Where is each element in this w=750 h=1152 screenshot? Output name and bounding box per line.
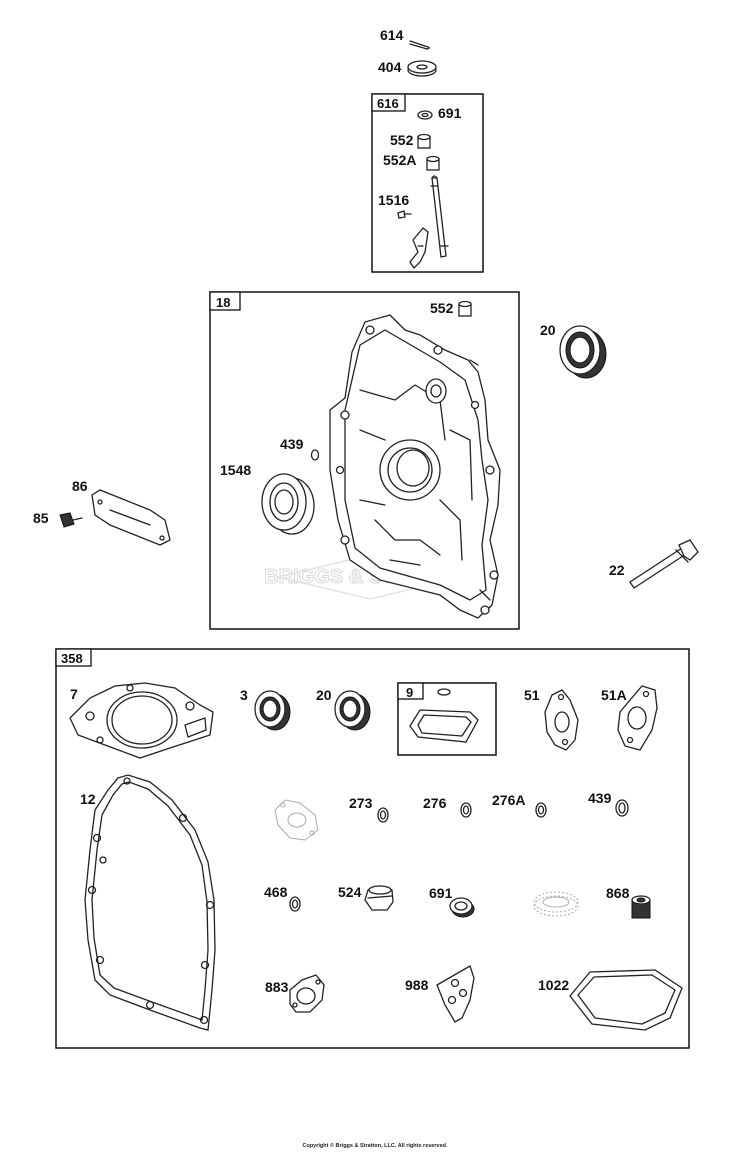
label-273[interactable]: 273 (349, 795, 373, 811)
part-691-seal[interactable] (417, 110, 433, 120)
part-1548-bearing[interactable] (261, 473, 315, 535)
label-85[interactable]: 85 (33, 510, 49, 526)
label-552A[interactable]: 552A (383, 152, 416, 168)
group-9: 9 (397, 682, 497, 756)
group-18: 18 BRIGGS & STRATTON 552 (209, 291, 520, 630)
label-552-b[interactable]: 552 (430, 300, 454, 316)
label-1516[interactable]: 1516 (378, 192, 409, 208)
label-883[interactable]: 883 (265, 979, 289, 995)
part-85-screw[interactable] (59, 512, 83, 528)
label-439-b[interactable]: 439 (588, 790, 612, 806)
part-524-plug[interactable] (364, 885, 394, 911)
label-691-a[interactable]: 691 (438, 105, 462, 121)
part-51-gasket[interactable] (544, 689, 579, 751)
part-unlabeled-screen[interactable] (533, 891, 579, 917)
part-governor-shaft[interactable] (430, 175, 449, 258)
label-86[interactable]: 86 (72, 478, 88, 494)
label-1548[interactable]: 1548 (220, 462, 251, 478)
part-1022-gasket[interactable] (569, 969, 683, 1031)
part-404-washer[interactable] (407, 60, 437, 77)
group-358: 358 7 3 20 (55, 648, 690, 1049)
part-22-bolt[interactable] (629, 539, 699, 589)
label-3[interactable]: 3 (240, 687, 248, 703)
label-20-b[interactable]: 20 (316, 687, 332, 703)
part-86-cover[interactable] (91, 489, 171, 546)
part-7-head-gasket[interactable] (69, 682, 214, 759)
part-51A-gasket[interactable] (617, 685, 658, 751)
part-9-gasket[interactable] (409, 709, 479, 743)
label-614[interactable]: 614 (380, 27, 404, 43)
part-3-oil-seal[interactable] (254, 690, 291, 731)
label-552-a[interactable]: 552 (390, 132, 414, 148)
label-20-a[interactable]: 20 (540, 322, 556, 338)
label-868[interactable]: 868 (606, 885, 630, 901)
part-crankcase-cover[interactable] (329, 314, 501, 619)
part-868-valve-seal[interactable] (631, 895, 651, 919)
part-552-bushing-b[interactable] (458, 300, 472, 317)
box-label-9: 9 (406, 685, 413, 700)
label-468[interactable]: 468 (264, 884, 288, 900)
label-276[interactable]: 276 (423, 795, 447, 811)
label-7[interactable]: 7 (70, 686, 78, 702)
part-439-oring-b[interactable] (615, 799, 629, 817)
part-276A-oring[interactable] (535, 802, 547, 818)
part-552A-bushing[interactable] (426, 155, 440, 171)
part-552-bushing[interactable] (417, 133, 431, 149)
label-988[interactable]: 988 (405, 977, 429, 993)
part-691-seal-b[interactable] (449, 897, 475, 918)
part-1516-screw[interactable] (397, 210, 412, 219)
part-12-crankcase-gasket[interactable] (84, 774, 216, 1031)
part-273-oring[interactable] (377, 807, 389, 823)
label-12[interactable]: 12 (80, 791, 96, 807)
part-614-pin[interactable] (409, 40, 430, 50)
box-label-616: 616 (377, 96, 399, 111)
part-276-oring[interactable] (460, 802, 472, 818)
part-468-oring[interactable] (289, 896, 301, 912)
part-883-gasket[interactable] (289, 974, 325, 1013)
part-988-gasket[interactable] (436, 965, 475, 1023)
label-524[interactable]: 524 (338, 884, 362, 900)
part-20-oil-seal[interactable] (559, 325, 607, 379)
label-691-b[interactable]: 691 (429, 885, 453, 901)
label-404[interactable]: 404 (378, 59, 402, 75)
group-616: 616 691 552 552A 1516 (371, 93, 484, 273)
box-label-358: 358 (61, 651, 83, 666)
label-51A[interactable]: 51A (601, 687, 627, 703)
part-439-oring[interactable] (310, 449, 320, 461)
copyright-notice: Copyright © Briggs & Stratton, LLC. All … (302, 1143, 448, 1149)
label-1022[interactable]: 1022 (538, 977, 569, 993)
label-276A[interactable]: 276A (492, 792, 525, 808)
part-unlabeled-gasket[interactable] (274, 799, 319, 841)
label-51[interactable]: 51 (524, 687, 540, 703)
label-22[interactable]: 22 (609, 562, 625, 578)
label-439-a[interactable]: 439 (280, 436, 304, 452)
part-20-oil-seal-b[interactable] (334, 690, 371, 731)
part-9-grommet[interactable] (437, 688, 451, 696)
box-label-18: 18 (216, 295, 230, 310)
part-governor-crank[interactable] (409, 227, 429, 270)
